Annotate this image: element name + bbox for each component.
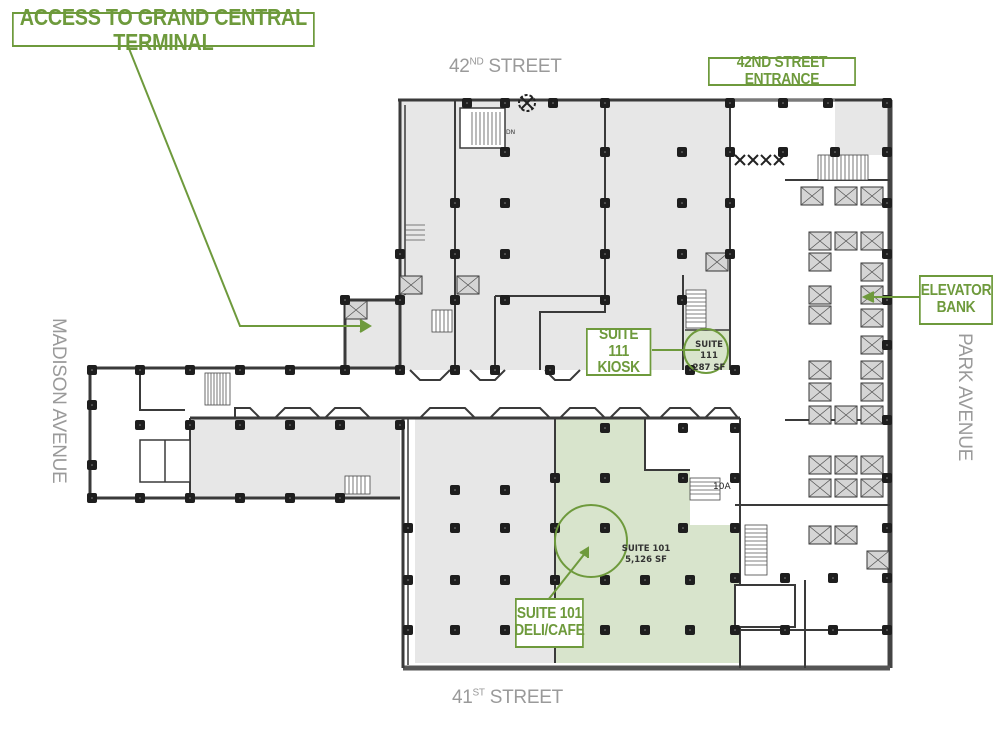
stair-10a bbox=[689, 477, 721, 501]
street-label-42nd: 42ND STREET bbox=[449, 56, 562, 77]
callout-grand-central-access: ACCESS TO GRAND CENTRAL TERMINAL bbox=[12, 5, 315, 54]
suite-101-label: SUITE 101 5,126 SF bbox=[621, 544, 671, 566]
callout-suite-111-kiosk: SUITE 111 KIOSK bbox=[586, 326, 652, 376]
stair-corridor bbox=[344, 475, 371, 495]
stair-west-wing bbox=[204, 372, 231, 406]
suite-101-circle bbox=[554, 504, 628, 578]
revolving-doors bbox=[518, 94, 785, 166]
stair-upper-west bbox=[405, 224, 453, 333]
space-fills bbox=[190, 100, 890, 663]
street-label-park: PARK AVENUE bbox=[954, 333, 975, 461]
stairs bbox=[204, 112, 869, 576]
stair-north bbox=[471, 112, 501, 145]
stair-east-upper bbox=[817, 154, 869, 181]
callout-42nd-entrance: 42ND STREET ENTRANCE bbox=[708, 54, 856, 87]
stair-dn-tag: DN bbox=[506, 129, 516, 136]
door-tag-10a: 10A bbox=[713, 482, 731, 492]
callout-elevator-bank: ELEVATOR BANK bbox=[919, 275, 993, 325]
street-label-madison: MADISON AVENUE bbox=[48, 318, 69, 484]
corridor-bays bbox=[234, 369, 739, 419]
suite-101-leader bbox=[547, 551, 587, 601]
stair-suite111 bbox=[685, 289, 707, 329]
leader-lines bbox=[127, 45, 919, 601]
suite-111-label: SUITE 111 287 SF bbox=[692, 340, 726, 373]
street-label-41st: 41ST STREET bbox=[452, 687, 563, 708]
grand-central-leader bbox=[127, 45, 365, 327]
stair-east-lower bbox=[744, 524, 768, 576]
callout-suite-101-deli: SUITE 101 DELI/CAFE bbox=[514, 598, 585, 648]
